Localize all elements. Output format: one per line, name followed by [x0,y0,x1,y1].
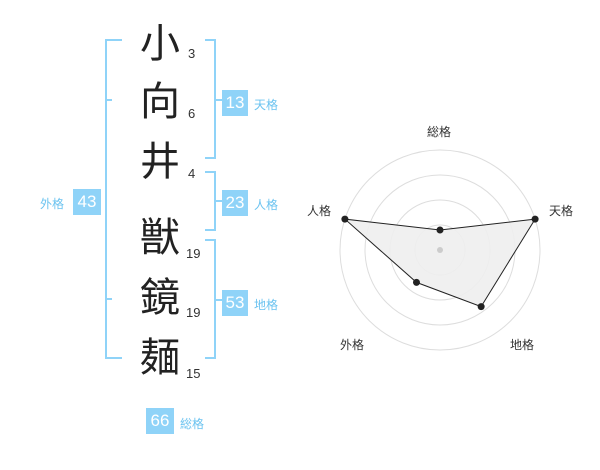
gaikaku-label: 外格 [40,197,65,211]
radar-ring-4 [339,149,541,351]
chikaku-bracket [205,239,222,359]
stroke-count-5: 19 [186,305,201,320]
tenkaku-value: 13 [222,90,248,116]
radar-axis-label-chikaku: 地格 [510,338,535,352]
stroke-count-4: 19 [186,246,201,261]
stroke-count-3: 4 [188,166,196,181]
radar-polygon [343,218,537,308]
soukaku-value: 66 [146,408,174,434]
radar-point-5 [341,215,349,223]
jinkaku-bracket [205,171,222,231]
radar-point-4 [412,278,420,286]
jinkaku-label: 人格 [254,198,279,212]
name-char-1: 小 [140,21,180,67]
stroke-count-2: 6 [188,106,196,121]
name-char-2: 向 [140,79,180,125]
gaikaku-value: 43 [73,189,101,215]
tenkaku-bracket [205,39,222,159]
radar-point-2 [531,215,539,223]
gaikaku-bracket [105,39,122,359]
radar-axis-label-tenkaku: 天格 [549,204,574,218]
radar-axis-label-gaikaku: 外格 [340,338,365,352]
radar-point-1 [436,226,444,234]
radar-point-3 [477,303,485,311]
name-char-6: 麺 [140,335,180,381]
radar-axis-label-soukaku: 総格 [427,125,452,139]
stroke-count-6: 15 [186,366,201,381]
tenkaku-label: 天格 [254,98,279,112]
radar-center [437,247,443,253]
name-char-3: 井 [140,139,180,185]
jinkaku-value: 23 [222,190,248,216]
chikaku-label: 地格 [254,298,279,312]
stroke-count-1: 3 [188,46,196,61]
radar-axis-label-jinkaku: 人格 [307,204,332,218]
name-char-5: 鏡 [140,275,180,321]
soukaku-label: 総格 [180,417,205,431]
name-char-4: 獣 [140,215,180,261]
chikaku-value: 53 [222,290,248,316]
